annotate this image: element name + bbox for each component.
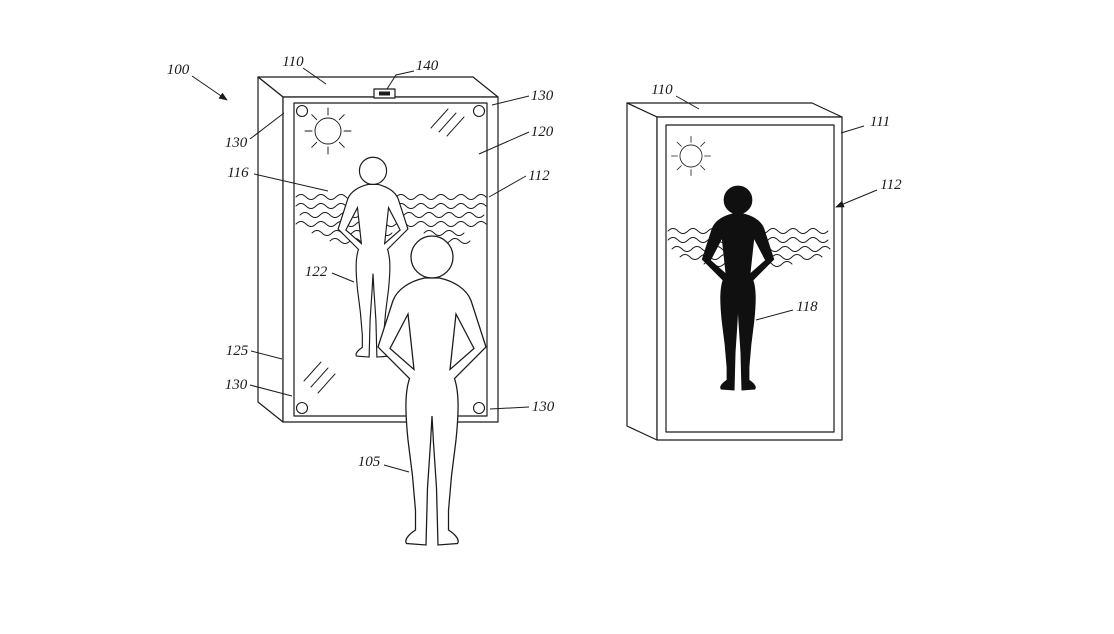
callout-110-right: 110	[651, 82, 673, 98]
leader-100	[191, 75, 228, 101]
callout-100: 100	[167, 62, 190, 78]
corner-fastener-bottom-left	[295, 401, 309, 415]
callout-110-left: 110	[282, 54, 304, 70]
callout-112-right: 112	[880, 177, 902, 193]
panel-left-face	[626, 102, 658, 441]
leader-130-top-left	[249, 112, 285, 140]
corner-fastener-top-left	[295, 104, 309, 118]
callout-112-left: 112	[528, 168, 550, 184]
leader-112-right	[835, 189, 878, 208]
glass-glare-top-icon	[430, 108, 465, 137]
panel-top-face	[626, 102, 843, 118]
leader-105	[383, 464, 410, 473]
callout-111: 111	[870, 114, 890, 130]
leader-116	[253, 173, 329, 192]
camera-lens-icon	[379, 91, 390, 96]
corner-fastener-bottom-right	[472, 401, 486, 415]
leader-111	[840, 125, 865, 134]
leader-118	[755, 309, 794, 321]
callout-122: 122	[305, 264, 328, 280]
callout-130-bottom-left: 130	[225, 377, 248, 393]
callout-116: 116	[227, 165, 249, 181]
leader-110-left	[302, 67, 327, 85]
leader-125	[250, 350, 283, 360]
leader-112-left	[488, 175, 527, 198]
leader-130-bottom-right	[489, 406, 530, 410]
callout-120: 120	[531, 124, 554, 140]
right-figure: 110 111 112 118	[626, 82, 902, 441]
callout-130-top-right: 130	[531, 88, 554, 104]
callout-130-bottom-right: 130	[532, 399, 555, 415]
callout-130-top-left: 130	[225, 135, 248, 151]
leader-110-right	[675, 95, 700, 110]
glass-glare-bottom-icon	[303, 361, 336, 394]
leader-130-top-right	[491, 95, 530, 106]
leader-140	[386, 70, 415, 90]
leader-120	[478, 131, 530, 155]
mirror-display-panel	[293, 102, 488, 417]
mirror-left-face	[257, 76, 284, 423]
left-figure: 100 110 140 130 120 112 116 130 122 125 …	[167, 54, 555, 546]
corner-fastener-top-right	[472, 104, 486, 118]
callout-140: 140	[416, 58, 439, 74]
callout-105: 105	[358, 454, 381, 470]
callout-125: 125	[226, 343, 249, 359]
leader-122	[331, 272, 355, 283]
callout-118: 118	[796, 299, 818, 315]
leader-130-bottom-left	[249, 384, 293, 397]
